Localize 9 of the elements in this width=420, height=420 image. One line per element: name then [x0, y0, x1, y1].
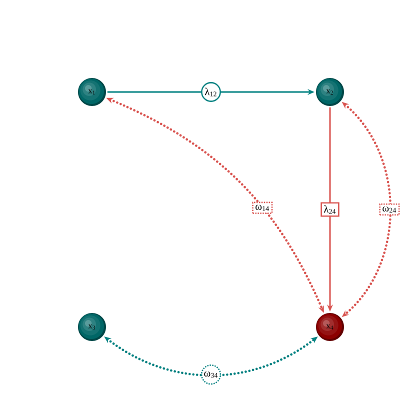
sphere-node: x$_{4}$	[316, 313, 344, 341]
sphere-node: x$_{1}$	[78, 78, 106, 106]
edge-label: ω$_{34}$	[200, 364, 222, 385]
sphere-node: x$_{3}$	[78, 313, 106, 341]
edge-label: ω$_{24}$	[379, 203, 400, 216]
edge-label: λ$_{12}$	[201, 82, 221, 102]
edge-label: λ$_{24}$	[320, 202, 340, 217]
edge-label: ω$_{14}$	[252, 202, 273, 214]
sphere-node: x$_{2}$	[316, 78, 344, 106]
